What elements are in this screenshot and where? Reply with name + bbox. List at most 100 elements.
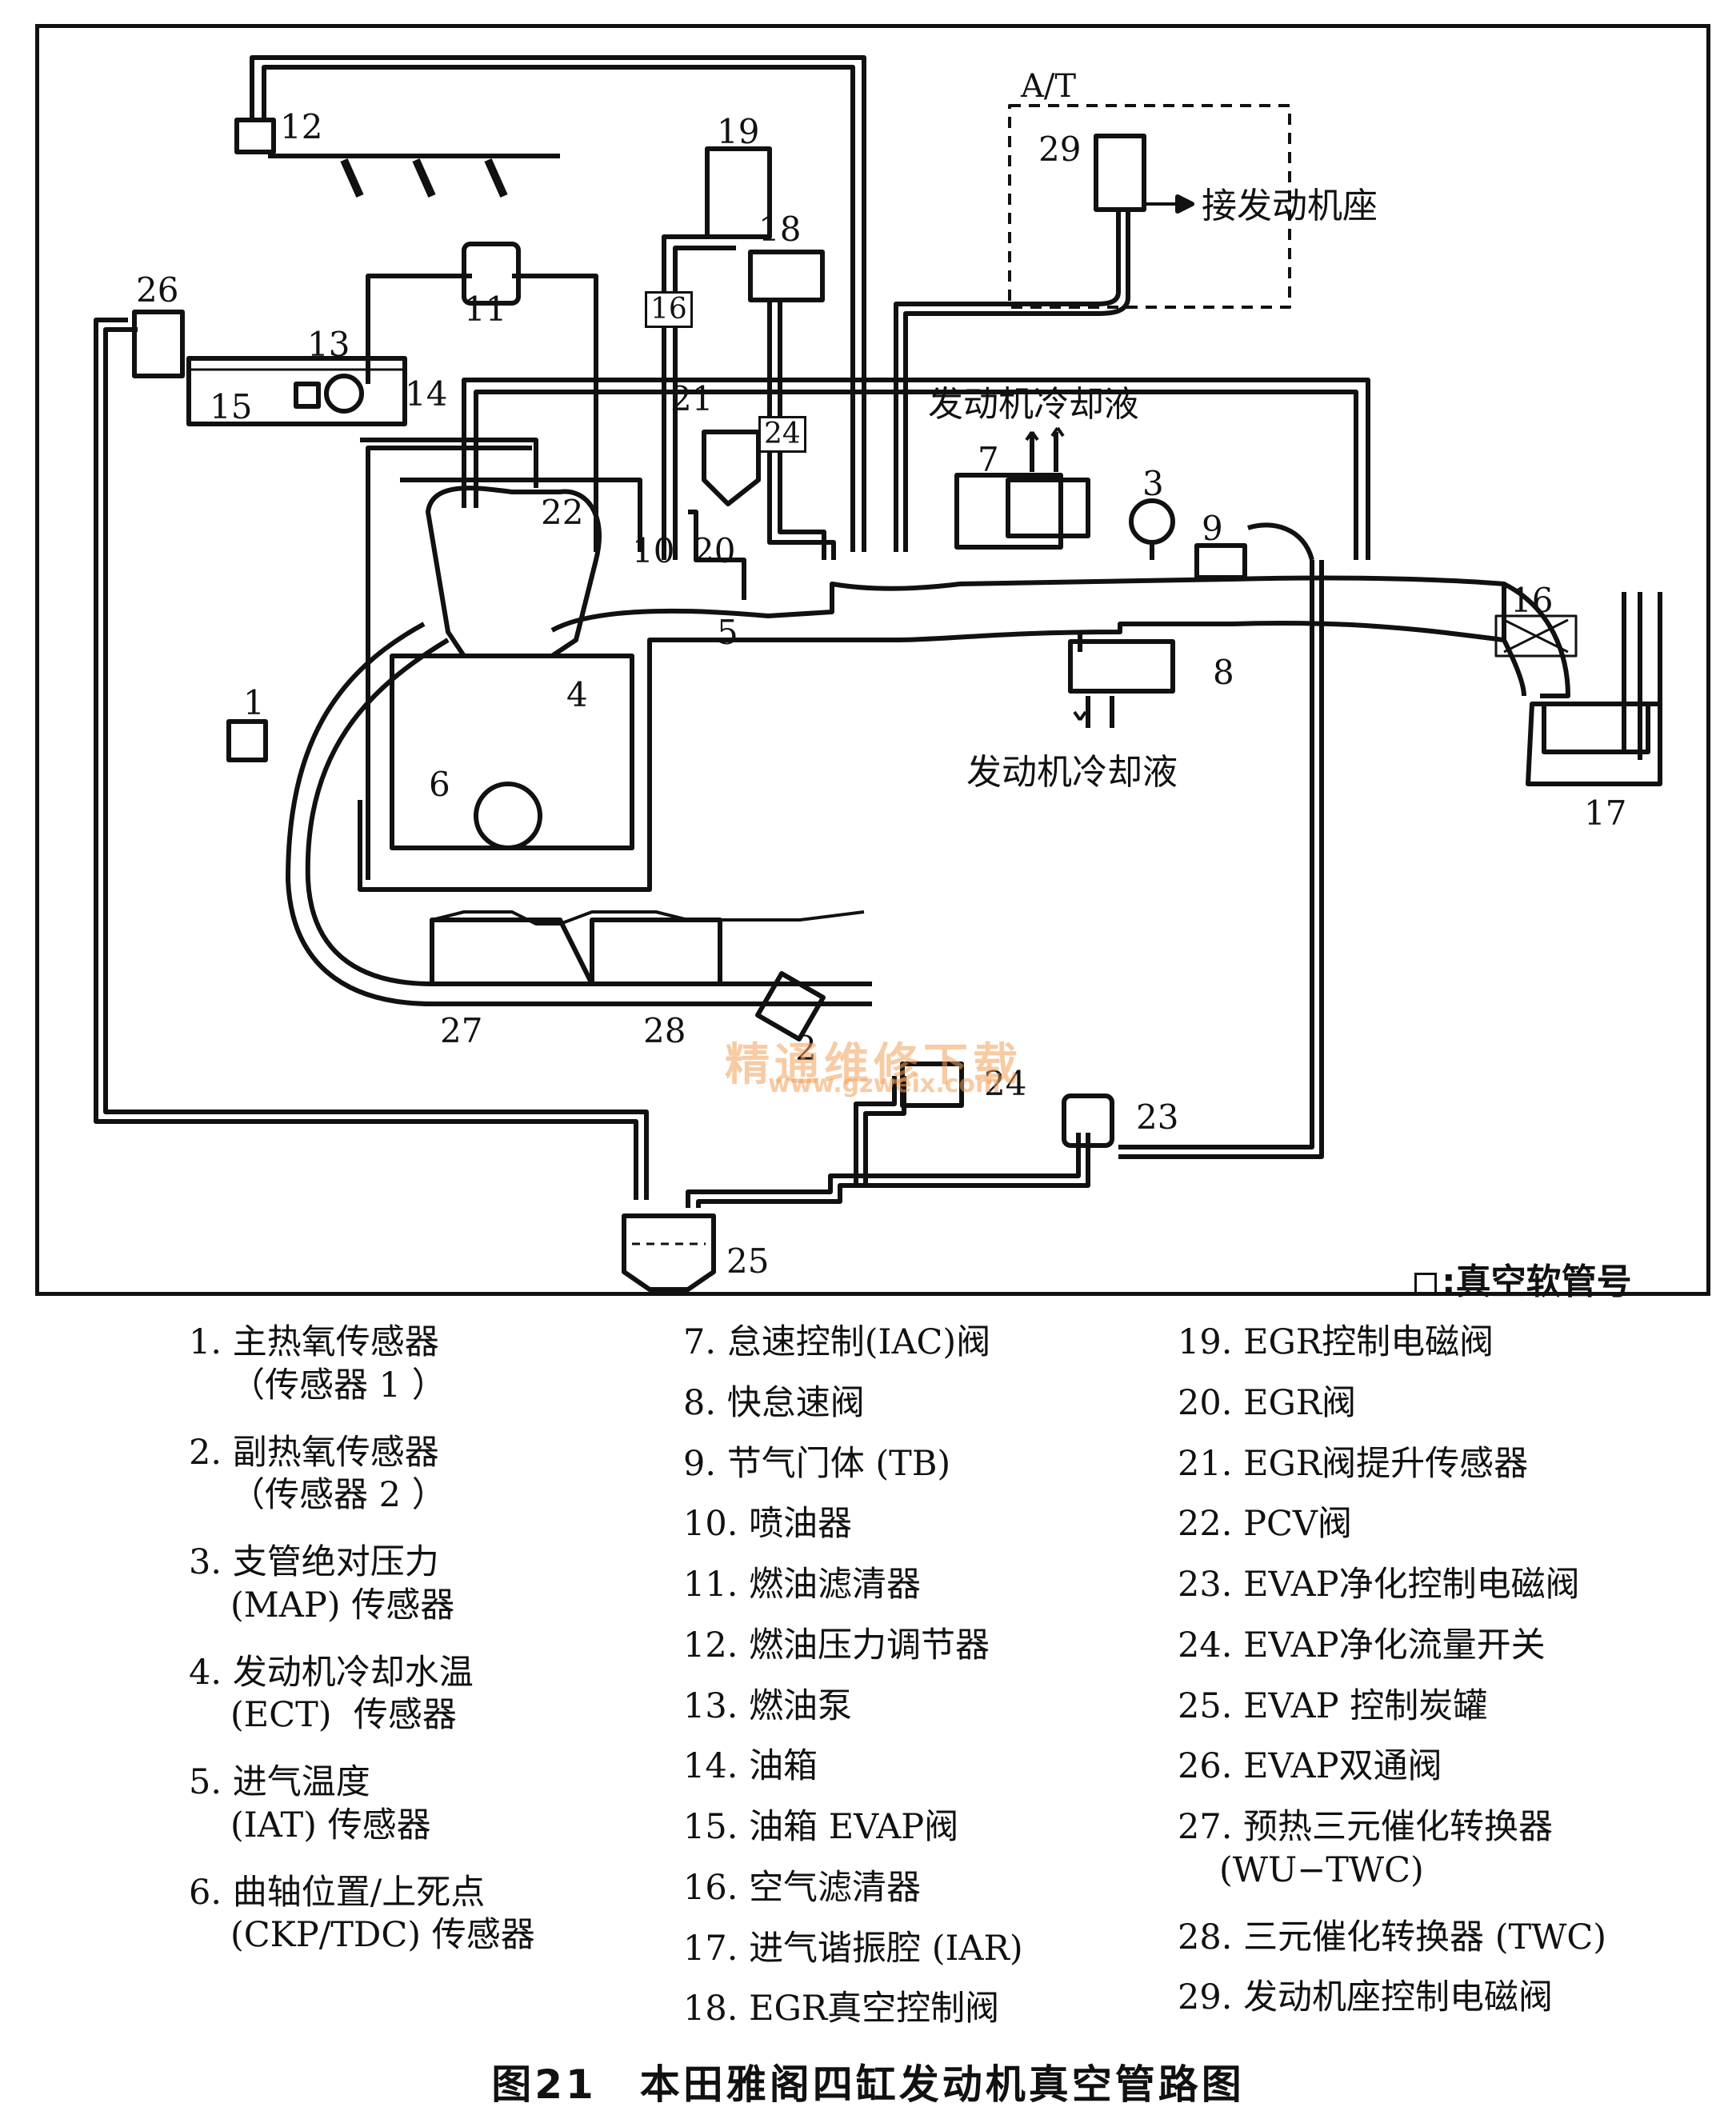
- fast-idle-valve: [1068, 639, 1175, 694]
- legend-item: 5. 进气温度(IAT) 传感器: [189, 1761, 535, 1848]
- callout-28: 28: [643, 1011, 686, 1050]
- legend-item-number: 29.: [1178, 1977, 1244, 2018]
- legend-item: 11. 燃油滤清器: [683, 1564, 1023, 1607]
- legend-item-text: 怠速控制(IAC)阀: [726, 1322, 991, 1362]
- legend-item-text: 三元催化转换器 (TWC): [1243, 1917, 1607, 1957]
- secondary-ho2s: [755, 971, 826, 1042]
- legend-item-text: 喷油器: [749, 1504, 853, 1545]
- legend-item: 28. 三元催化转换器 (TWC): [1178, 1917, 1606, 1960]
- legend-item-subtext: （传感器 2 ）: [230, 1475, 446, 1516]
- callout-27: 27: [440, 1011, 483, 1050]
- hose-right-loop: [1118, 560, 1314, 1149]
- at-label: A/T: [1021, 68, 1077, 105]
- legend-item-text: 进气谐振腔 (IAR): [749, 1928, 1023, 1969]
- legend-item: 29. 发动机座控制电磁阀: [1178, 1977, 1606, 2020]
- hose-legend-square-icon: [1414, 1273, 1437, 1295]
- watermark-url: www.gzweix.com: [768, 1070, 1001, 1098]
- legend-item-subtext: (WU−TWC): [1219, 1849, 1424, 1890]
- legend-item-number: 20.: [1178, 1382, 1244, 1423]
- legend-item-number: 14.: [683, 1746, 750, 1787]
- egr-vacuum-control: [748, 250, 825, 302]
- legend-item-number: 17.: [683, 1928, 750, 1969]
- callout-20: 20: [693, 531, 736, 570]
- coolant-label-bottom: 发动机冷却液: [966, 752, 1178, 793]
- hose-legend-text: 真空软管号: [1455, 1261, 1632, 1302]
- legend-item-number: 3.: [189, 1542, 233, 1582]
- legend-item-text: 曲轴位置/上死点: [232, 1872, 486, 1913]
- callout-19: 19: [717, 112, 760, 151]
- legend-item: 23. EVAP净化控制电磁阀: [1178, 1564, 1606, 1607]
- legend-item-text: EVAP净化流量开关: [1243, 1625, 1546, 1665]
- callout-7: 7: [978, 440, 999, 479]
- legend-item-number: 7.: [683, 1322, 727, 1362]
- legend-item-number: 23.: [1178, 1565, 1244, 1605]
- coolant-label-top: 发动机冷却液: [928, 384, 1139, 425]
- legend-item-number: 16.: [683, 1867, 750, 1908]
- legend-item-text: 节气门体 (TB): [726, 1443, 951, 1484]
- legend-item: 21. EGR阀提升传感器: [1178, 1443, 1606, 1486]
- hose-left-outer: [94, 318, 638, 1200]
- iac-valve: [954, 473, 1063, 550]
- legend-item-text: 主热氧传感器: [232, 1322, 439, 1362]
- engine-lower-block: [390, 654, 634, 850]
- legend-item-text: EGR真空控制阀: [749, 1989, 1000, 2029]
- legend-item-number: 1.: [189, 1322, 233, 1362]
- legend-item: 6. 曲轴位置/上死点(CKP/TDC) 传感器: [189, 1872, 535, 1958]
- hose-number-24: 24: [758, 416, 806, 453]
- engine-mount-solenoid: [1094, 134, 1146, 212]
- legend-item-number: 18.: [683, 1989, 750, 2029]
- watermark: 精通维修下载: [725, 1039, 1022, 1091]
- engine-mount-label: 接发动机座: [1202, 186, 1378, 226]
- legend-item-text: 预热三元催化转换器: [1243, 1807, 1554, 1847]
- legend-item-number: 22.: [1178, 1504, 1244, 1545]
- callout-13: 13: [307, 325, 350, 364]
- callout-24: 24: [984, 1064, 1027, 1103]
- figure-caption: 图21 本田雅阁四缸发动机真空管路图: [491, 2061, 1245, 2108]
- legend-item-text: 发动机冷却水温: [232, 1652, 474, 1693]
- callout-26: 26: [136, 270, 179, 310]
- legend-item-text: PCV阀: [1243, 1504, 1352, 1545]
- air-filter: [1494, 614, 1578, 658]
- evap-canister: [622, 1213, 716, 1292]
- callout-16: 16: [1510, 581, 1554, 620]
- legend-item-number: 10.: [683, 1504, 750, 1545]
- callout-25: 25: [726, 1241, 770, 1281]
- callout-22: 22: [541, 493, 584, 532]
- legend-item: 3. 支管绝对压力(MAP) 传感器: [189, 1541, 535, 1628]
- legend-item-number: 25.: [1178, 1685, 1244, 1726]
- callout-4: 4: [566, 675, 588, 714]
- callout-10: 10: [632, 531, 675, 570]
- legend-item-number: 21.: [1178, 1443, 1244, 1484]
- throttle-body: [1194, 543, 1247, 580]
- legend-item: 4. 发动机冷却水温(ECT) 传感器: [189, 1652, 535, 1738]
- legend-item: 18. EGR真空控制阀: [683, 1988, 1023, 2031]
- legend-item-subtext: (ECT) 传感器: [230, 1695, 457, 1736]
- legend-item-subtext: (CKP/TDC) 传感器: [230, 1915, 535, 1956]
- legend-item: 13. 燃油泵: [683, 1685, 1023, 1729]
- evap-purge-flow-switch: [900, 1061, 964, 1108]
- legend-item-text: 油箱 EVAP阀: [749, 1807, 959, 1847]
- legend-item-text: 空气滤清器: [749, 1867, 922, 1908]
- hose-top-loop: [250, 55, 866, 552]
- crank-pulley: [474, 782, 542, 850]
- legend-item-text: 燃油压力调节器: [749, 1625, 990, 1665]
- legend-item: 10. 喷油器: [683, 1503, 1023, 1546]
- legend-item-number: 5.: [189, 1762, 233, 1802]
- callout-15: 15: [210, 387, 253, 426]
- at-dashed-box: [1008, 104, 1291, 309]
- callout-1: 1: [243, 683, 265, 722]
- hose-bottom-right: [686, 1133, 1081, 1208]
- evap-two-way-valve: [132, 310, 185, 378]
- intake-tube: [358, 575, 1506, 892]
- callout-12: 12: [280, 107, 323, 146]
- legend-item-text: 快怠速阀: [726, 1382, 865, 1423]
- legend-item-text: 支管绝对压力: [232, 1542, 439, 1582]
- legend-item-text: 进气温度: [232, 1762, 370, 1802]
- legend-item-number: 12.: [683, 1625, 750, 1665]
- legend-item: 12. 燃油压力调节器: [683, 1625, 1023, 1668]
- legend-item-text: EVAP双通阀: [1243, 1746, 1442, 1787]
- legend-item-subtext: (IAT) 传感器: [230, 1805, 431, 1845]
- legend-item: 9. 节气门体 (TB): [683, 1443, 1023, 1486]
